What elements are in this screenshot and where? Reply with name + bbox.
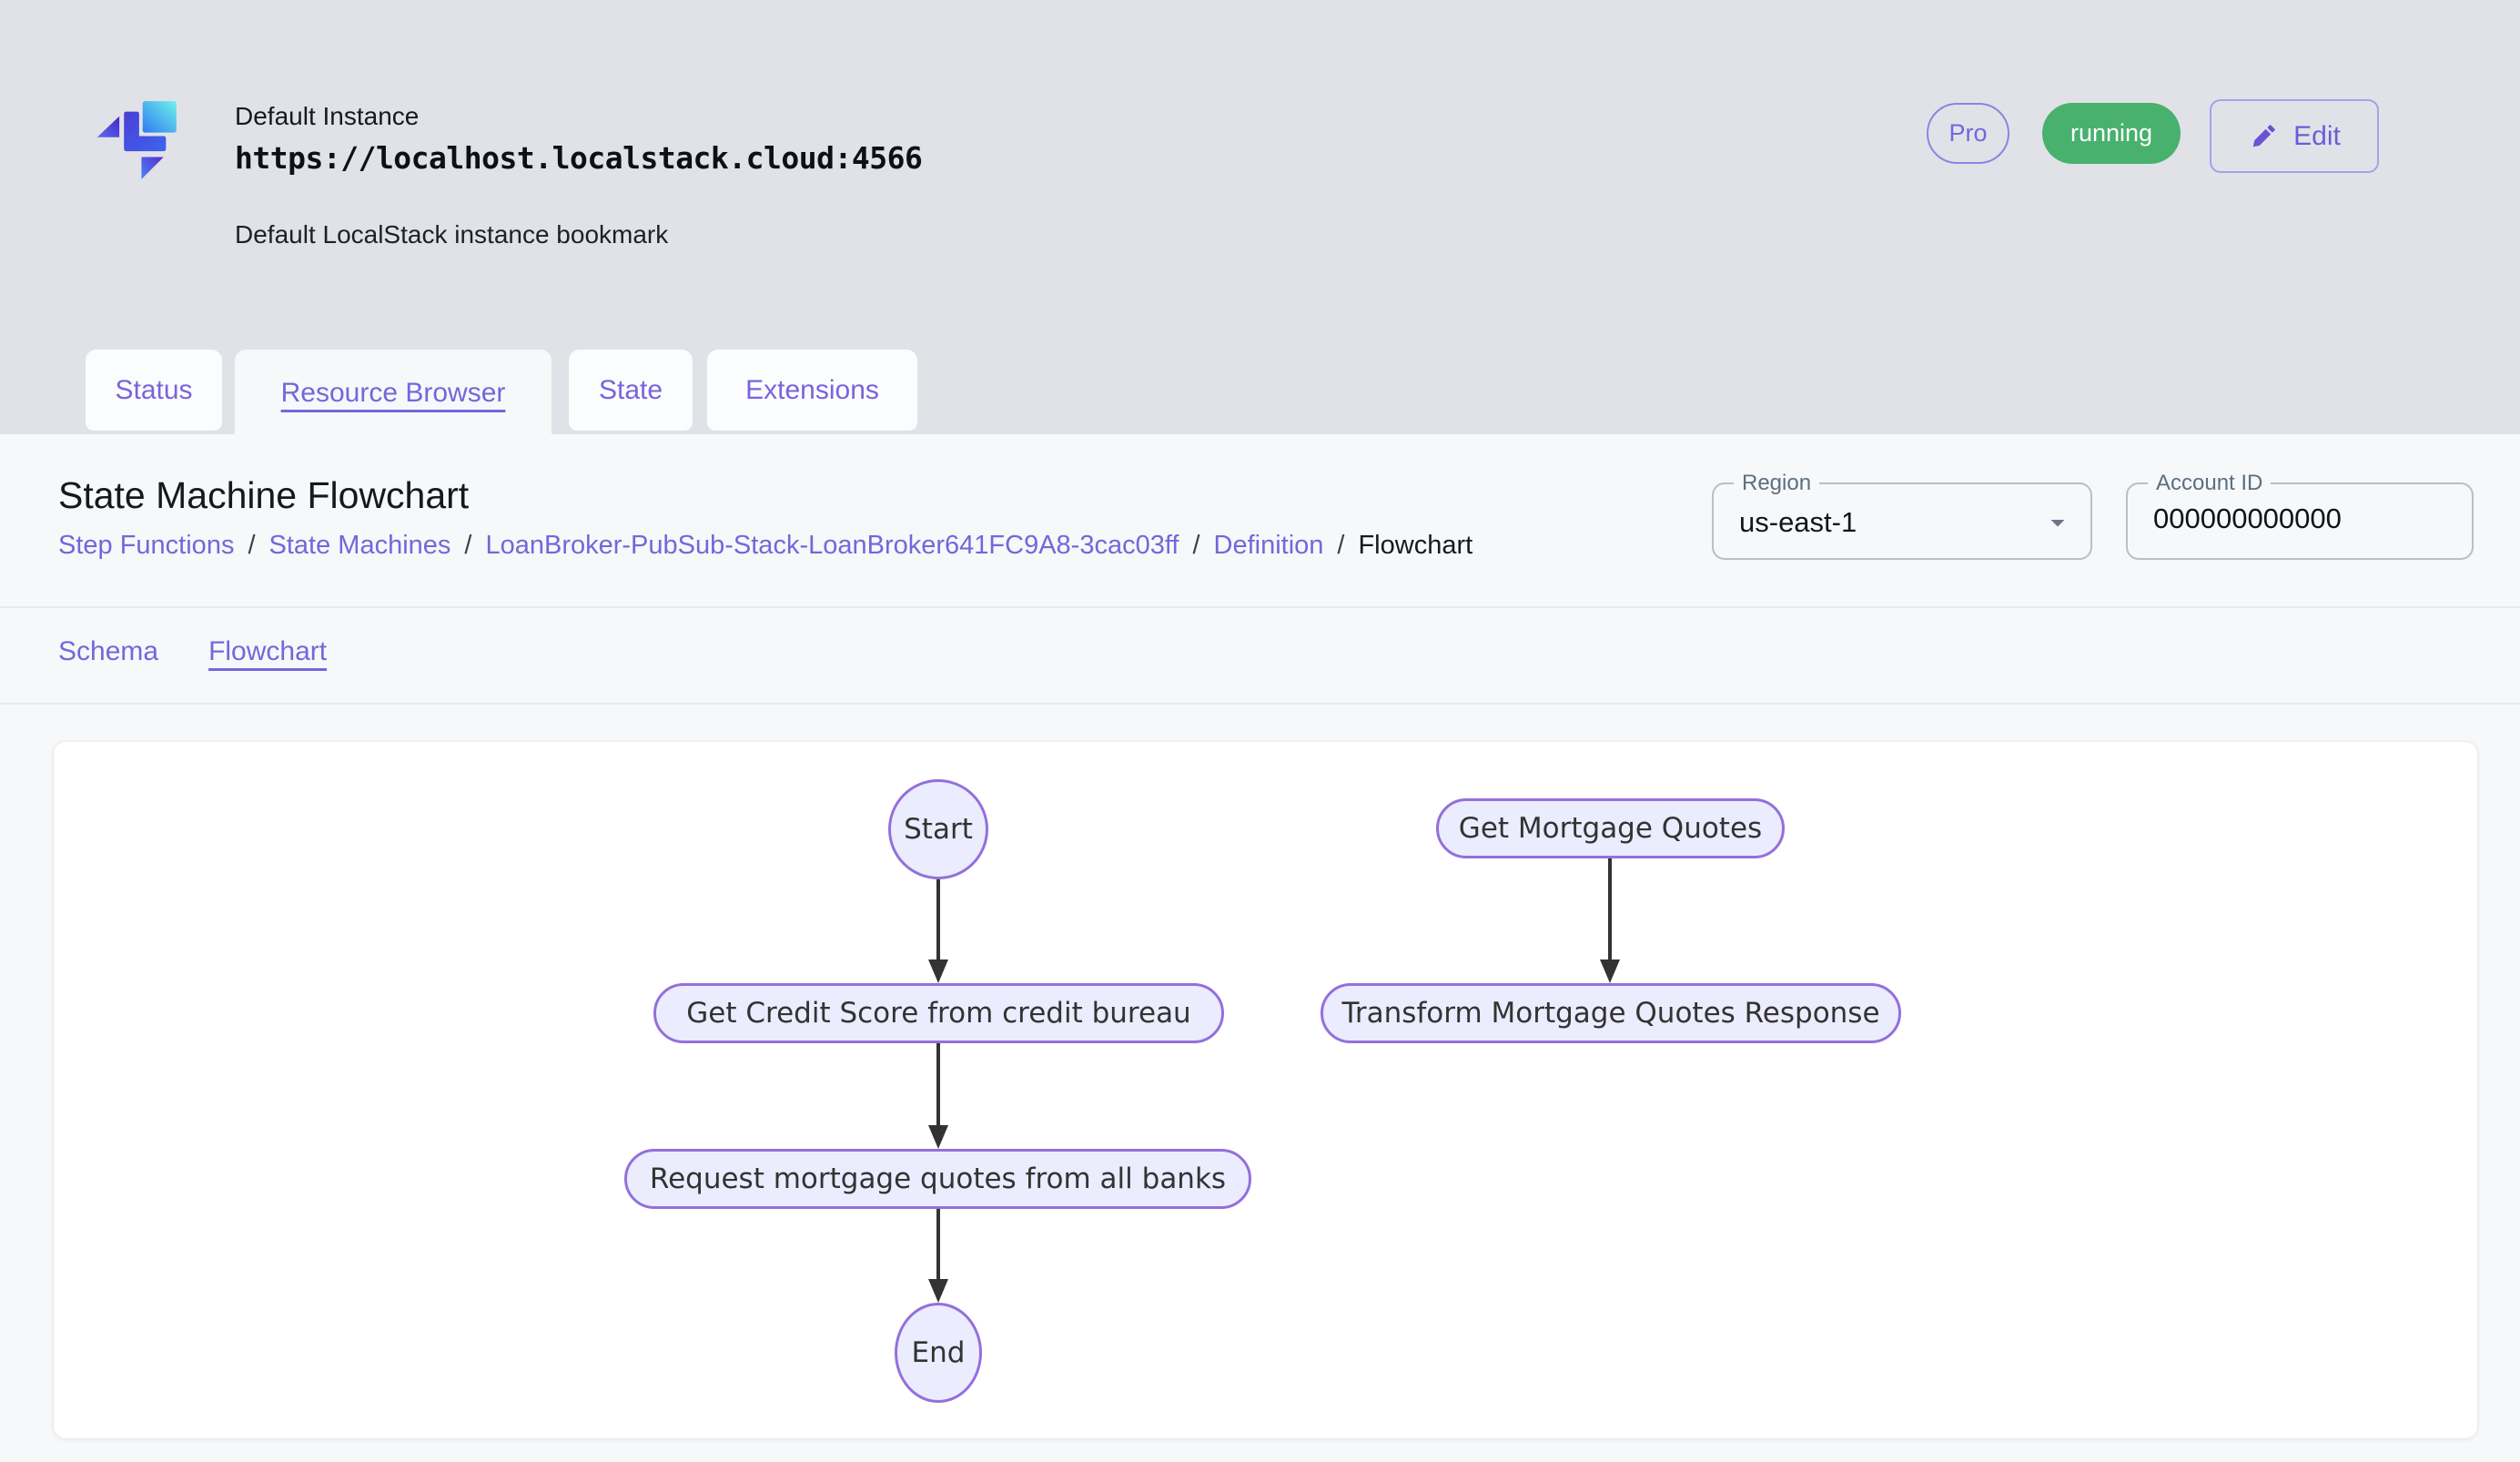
flowchart-card: Start Get Mortgage Quotes Get Credit Sco… [53,741,2478,1439]
arrowhead-icon [928,1279,948,1303]
breadcrumb-state-machine-name[interactable]: LoanBroker-PubSub-Stack-LoanBroker641FC9… [485,531,1179,561]
arrowhead-icon [928,1125,948,1149]
subtab-flowchart[interactable]: Flowchart [208,636,327,667]
tab-state-label: State [599,375,663,406]
tab-extensions[interactable]: Extensions [707,350,917,431]
breadcrumb-separator: / [464,531,471,561]
region-label: Region [1734,471,1819,496]
instance-name: Default Instance [235,102,419,131]
tab-status[interactable]: Status [86,350,222,431]
breadcrumb-state-machines[interactable]: State Machines [269,531,451,561]
pro-badge: Pro [1927,103,2009,164]
arrowhead-icon [1600,959,1620,983]
instance-url: https://localhost.localstack.cloud:4566 [235,140,922,176]
edit-pencil-icon [2248,121,2279,152]
tab-extensions-label: Extensions [745,375,879,406]
tab-resource-browser-label: Resource Browser [281,378,506,409]
flowchart-edges [54,742,2477,1438]
account-id-input[interactable] [2153,503,2444,535]
flowchart-node-get-mortgage-quotes: Get Mortgage Quotes [1436,798,1785,858]
breadcrumb-definition[interactable]: Definition [1214,531,1324,561]
account-id-field: Account ID [2126,482,2474,560]
tab-resource-browser[interactable]: Resource Browser [235,350,552,437]
resource-browser-panel: State Machine Flowchart Step Functions /… [0,434,2520,1462]
breadcrumb: Step Functions / State Machines / LoanBr… [58,531,1473,561]
arrowhead-icon [928,959,948,983]
flowchart-node-end: End [895,1303,982,1403]
definition-subtabs: Schema Flowchart [58,636,327,667]
header-divider [0,606,2520,608]
flowchart-node-get-credit-score: Get Credit Score from credit bureau [653,983,1224,1043]
subtab-schema[interactable]: Schema [58,636,158,667]
region-value: us-east-1 [1739,506,1857,539]
dropdown-arrow-icon [2041,506,2074,539]
flowchart-node-start: Start [888,779,988,879]
tab-status-label: Status [115,375,192,406]
flowchart-node-transform-response: Transform Mortgage Quotes Response [1321,983,1901,1043]
region-select[interactable]: Region us-east-1 [1712,482,2092,560]
tab-state[interactable]: State [569,350,693,431]
localstack-logo [86,88,202,205]
subtabs-divider [0,703,2520,705]
breadcrumb-current: Flowchart [1358,531,1473,561]
instance-description: Default LocalStack instance bookmark [235,220,668,249]
breadcrumb-separator: / [248,531,255,561]
breadcrumb-separator: / [1192,531,1199,561]
running-status-badge: running [2042,103,2181,164]
edit-button[interactable]: Edit [2210,99,2379,173]
page-title: State Machine Flowchart [58,474,469,517]
edit-button-label: Edit [2293,121,2341,152]
flowchart-node-request-quotes: Request mortgage quotes from all banks [624,1149,1251,1209]
breadcrumb-separator: / [1337,531,1344,561]
breadcrumb-step-functions[interactable]: Step Functions [58,531,234,561]
account-id-label: Account ID [2148,471,2271,496]
